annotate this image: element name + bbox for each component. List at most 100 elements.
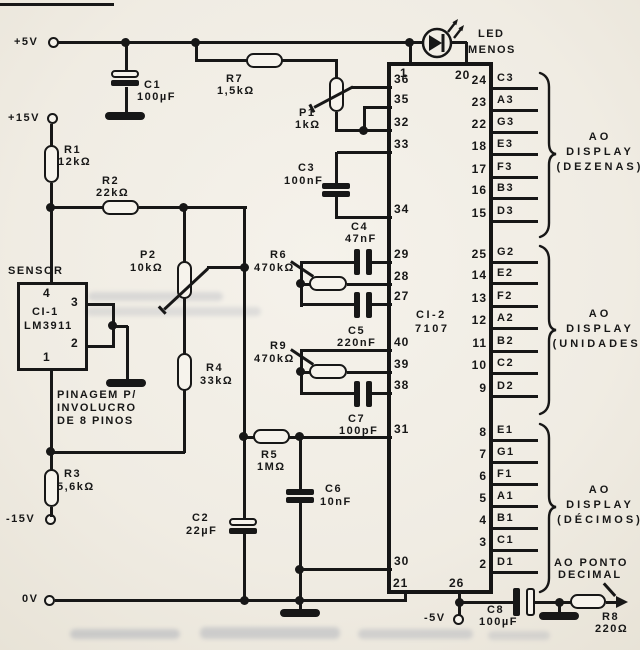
wire-r4-bottom <box>183 390 186 453</box>
junction-dot <box>46 447 55 456</box>
ic-segment-pin-wire <box>493 439 538 442</box>
r9-value-label: 470kΩ <box>254 353 295 365</box>
segment-label: A1 <box>497 490 515 502</box>
junction-dot <box>239 432 248 441</box>
unidades-label-line1: AO <box>588 308 612 320</box>
decimal-leader-line <box>603 582 617 597</box>
c5-value-label: 220nF <box>337 337 377 349</box>
sensor-pin-4: 4 <box>43 286 51 300</box>
wire-p1-bottom <box>335 112 338 131</box>
scan-bleedthrough <box>86 307 261 316</box>
c6-value-label: 10nF <box>320 496 352 508</box>
r6-value-label: 470kΩ <box>254 262 295 274</box>
wire-r8-out <box>606 601 618 604</box>
ic-pin-21-label: 21 <box>393 576 409 590</box>
segment-label: D3 <box>497 205 515 217</box>
zero-volt-terminal <box>44 595 55 606</box>
ic-segment-pin-wire <box>493 549 538 552</box>
r6-name-label: R6 <box>270 249 288 261</box>
capacitor-c6-plate <box>286 497 314 503</box>
junction-dot <box>108 321 117 330</box>
wire-pin28-left <box>301 283 311 286</box>
junction-dot <box>240 263 249 272</box>
plus15v-terminal <box>47 113 58 124</box>
capacitor-c2-plate-positive <box>229 518 257 526</box>
ic-right-pin-number: 15 <box>471 206 487 220</box>
ic-left-pin-number: 29 <box>394 247 410 261</box>
segment-label: B3 <box>497 182 515 194</box>
wire-pin36 <box>352 86 392 89</box>
scan-bleedthrough <box>358 629 473 639</box>
wire-c3-bottom <box>335 197 338 219</box>
ic-segment-pin-wire <box>493 282 538 285</box>
decimos-label-line2: DISPLAY <box>566 499 634 511</box>
dezenas-label-line1: AO <box>588 131 612 143</box>
ic-left-pin-number: 35 <box>394 92 410 106</box>
ic-pin-20-label: 20 <box>455 68 471 82</box>
junction-dot <box>46 203 55 212</box>
wire-p2-top <box>183 207 186 262</box>
ic-right-pin-number: 11 <box>472 336 487 350</box>
wire-p2-r4 <box>183 298 186 354</box>
wire-c8-left <box>459 601 515 604</box>
r3-value-label: 5,6kΩ <box>57 481 95 493</box>
capacitor-c1-plate-negative <box>111 80 139 86</box>
ic-right-pin-number: 17 <box>471 162 487 176</box>
capacitor-c7-plate <box>366 381 372 407</box>
ic-right-pin-number: 23 <box>471 95 487 109</box>
segment-label: C1 <box>497 534 515 546</box>
c6-name-label: C6 <box>325 483 343 495</box>
ground-symbol <box>539 612 579 620</box>
ic-right-pin-number: 7 <box>479 447 487 461</box>
segment-label: G2 <box>497 246 515 258</box>
junction-dot <box>555 598 564 607</box>
ic-segment-pin-wire <box>493 372 538 375</box>
segment-label: E3 <box>497 138 514 150</box>
ic-right-pin-number: 12 <box>471 313 487 327</box>
sensor-note-line1: PINAGEM P/ <box>57 389 137 401</box>
plus15v-label: +15V <box>8 112 40 124</box>
ic-left-pin-number: 40 <box>394 335 410 349</box>
wire-p2-wiper <box>207 266 245 269</box>
wire-pin27-right <box>372 303 392 306</box>
ic-right-pin-number: 13 <box>471 291 487 305</box>
ic-segment-pin-wire <box>493 395 538 398</box>
wire-sensor-pin3 <box>88 303 115 306</box>
junction-dot <box>295 432 304 441</box>
ic-right-pin-number: 6 <box>479 469 487 483</box>
ic-segment-pin-wire <box>493 350 538 353</box>
capacitor-c5-plate <box>354 292 360 318</box>
ic-left-pin-number: 36 <box>394 72 410 86</box>
sensor-ic-box <box>17 282 88 371</box>
r7-name-label: R7 <box>226 73 244 85</box>
wire-pin21-stub <box>404 591 407 601</box>
wire-r2-right <box>139 206 247 209</box>
segment-label: B2 <box>497 335 515 347</box>
wire-minus5v-stub <box>458 603 461 616</box>
wire-pin34 <box>337 216 392 219</box>
c2-name-label: C2 <box>192 512 210 524</box>
ic-segment-pin-wire <box>493 327 538 330</box>
ic-segment-pin-wire <box>493 153 538 156</box>
ic-left-pin-number: 33 <box>394 137 410 151</box>
resistor-r2-body <box>102 200 139 215</box>
wire-r2-left <box>52 206 104 209</box>
scan-bleedthrough <box>88 292 223 301</box>
c3-name-label: C3 <box>298 162 316 174</box>
minus15v-label: -15V <box>6 513 36 525</box>
ground-symbol <box>105 112 145 120</box>
scan-artifact-line <box>0 3 114 6</box>
resistor-r8-body <box>570 594 606 609</box>
segment-label: E2 <box>497 267 514 279</box>
segment-label: C2 <box>497 357 515 369</box>
wire-pin27-left <box>301 303 356 306</box>
wire-led-to-pin20 <box>465 42 468 64</box>
wire-p1-top <box>335 61 338 78</box>
capacitor-c6-plate <box>286 489 314 495</box>
segment-label: F3 <box>497 161 513 173</box>
wire-pin38-left <box>301 392 356 395</box>
ic-segment-pin-wire <box>493 461 538 464</box>
led-label-line2: MENOS <box>468 44 516 56</box>
wire-led-to-pin1 <box>409 43 412 64</box>
r9-name-label: R9 <box>270 340 288 352</box>
